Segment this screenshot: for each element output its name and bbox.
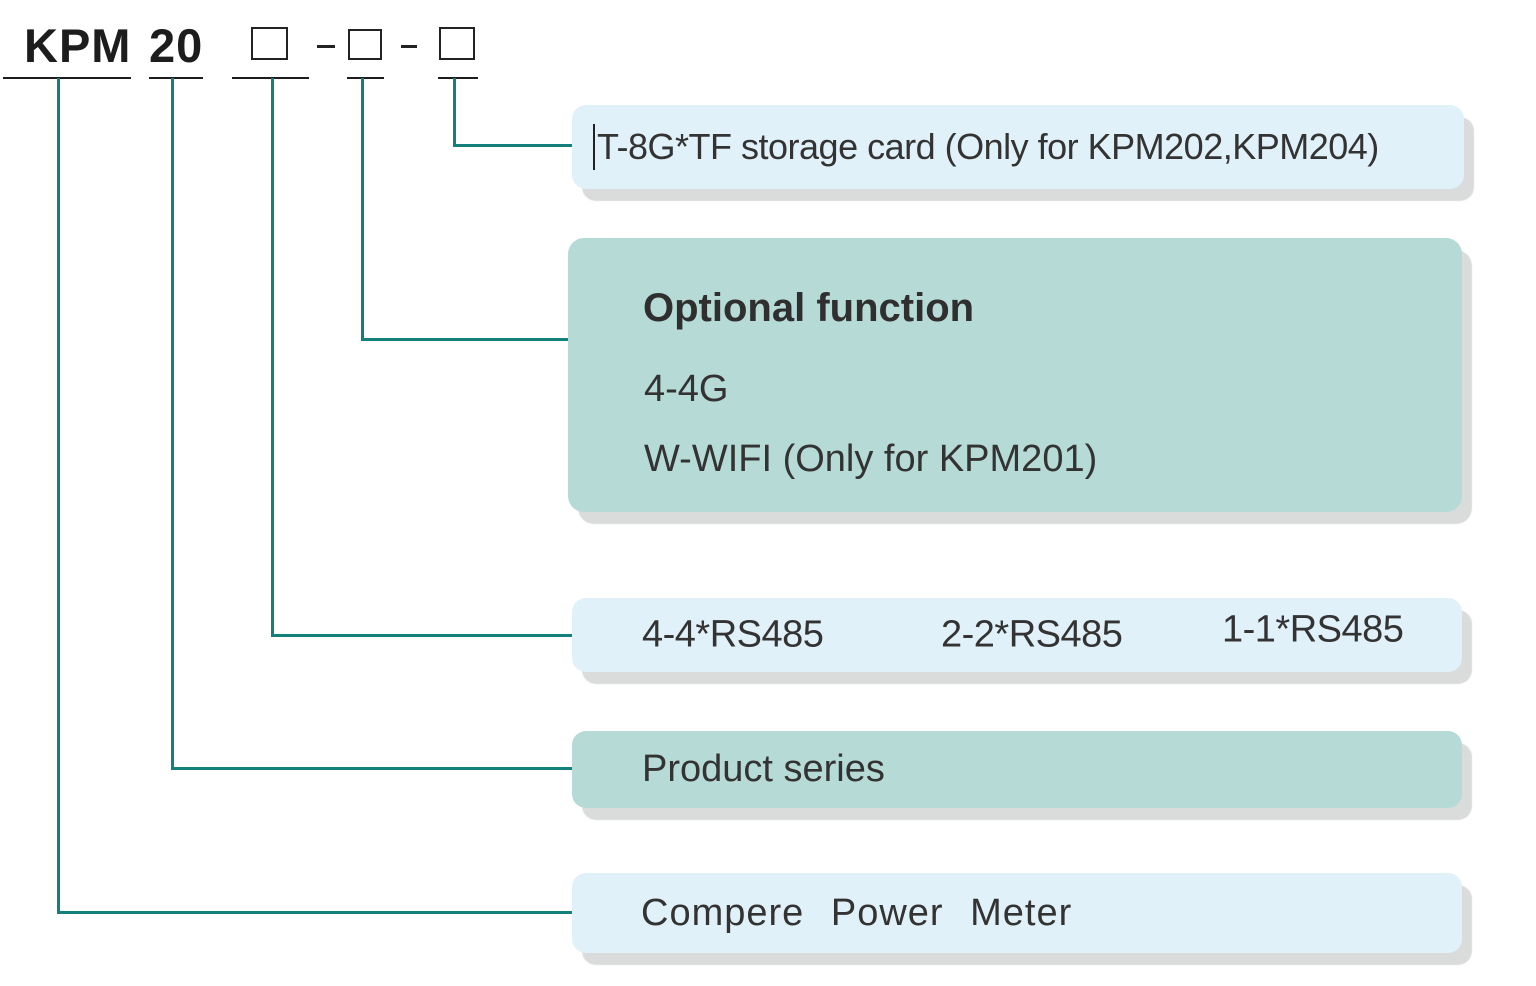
connector-digit2-vertical xyxy=(361,78,364,341)
underline-prefix xyxy=(3,77,131,79)
callout-optional-function: Optional function 4-4G W-WIFI (Only for … xyxy=(568,238,1462,512)
product-name-label: Compere Power Meter xyxy=(641,891,1073,934)
callout-comm-ports: 4-4*RS485 2-2*RS485 1-1*RS485 xyxy=(572,598,1462,672)
underline-digit-2 xyxy=(347,77,384,79)
model-digit-box-1 xyxy=(251,27,288,60)
dash-separator-2 xyxy=(401,45,417,48)
connector-digit2-horizontal xyxy=(361,338,574,341)
callout-product-name: Compere Power Meter xyxy=(572,873,1462,953)
callout-storage-card: T-8G*TF storage card (Only for KPM202,KP… xyxy=(572,105,1464,189)
connector-digit3-vertical xyxy=(453,78,456,147)
optional-function-heading: Optional function xyxy=(643,286,975,330)
underline-digit-3 xyxy=(438,77,478,79)
storage-card-label: T-8G*TF storage card (Only for KPM202,KP… xyxy=(597,126,1379,167)
connector-prefix-horizontal xyxy=(57,911,574,914)
connector-prefix-vertical xyxy=(57,78,60,914)
comm-port-option-4: 4-4*RS485 xyxy=(642,613,824,656)
comm-port-option-1: 1-1*RS485 xyxy=(1222,608,1404,651)
product-series-label: Product series xyxy=(642,748,885,790)
model-digit-box-2 xyxy=(348,29,382,60)
optional-function-option-wifi: W-WIFI (Only for KPM201) xyxy=(644,438,1098,480)
connector-digit1-vertical xyxy=(271,78,274,637)
model-prefix: KPM xyxy=(24,19,132,72)
dash-separator-1 xyxy=(317,45,335,48)
text-cursor-mark xyxy=(593,124,595,170)
connector-digit1-horizontal xyxy=(271,634,574,637)
connector-digit3-horizontal xyxy=(453,144,574,147)
callout-product-series: Product series xyxy=(572,731,1462,808)
model-digit-box-3 xyxy=(439,27,475,60)
comm-port-option-2: 2-2*RS485 xyxy=(941,613,1123,656)
optional-function-option-4g: 4-4G xyxy=(644,368,729,410)
model-series-number: 20 xyxy=(149,19,204,72)
underline-digit-1 xyxy=(232,77,309,79)
connector-series-vertical xyxy=(171,78,174,770)
underline-series xyxy=(149,77,203,79)
connector-series-horizontal xyxy=(171,767,574,770)
